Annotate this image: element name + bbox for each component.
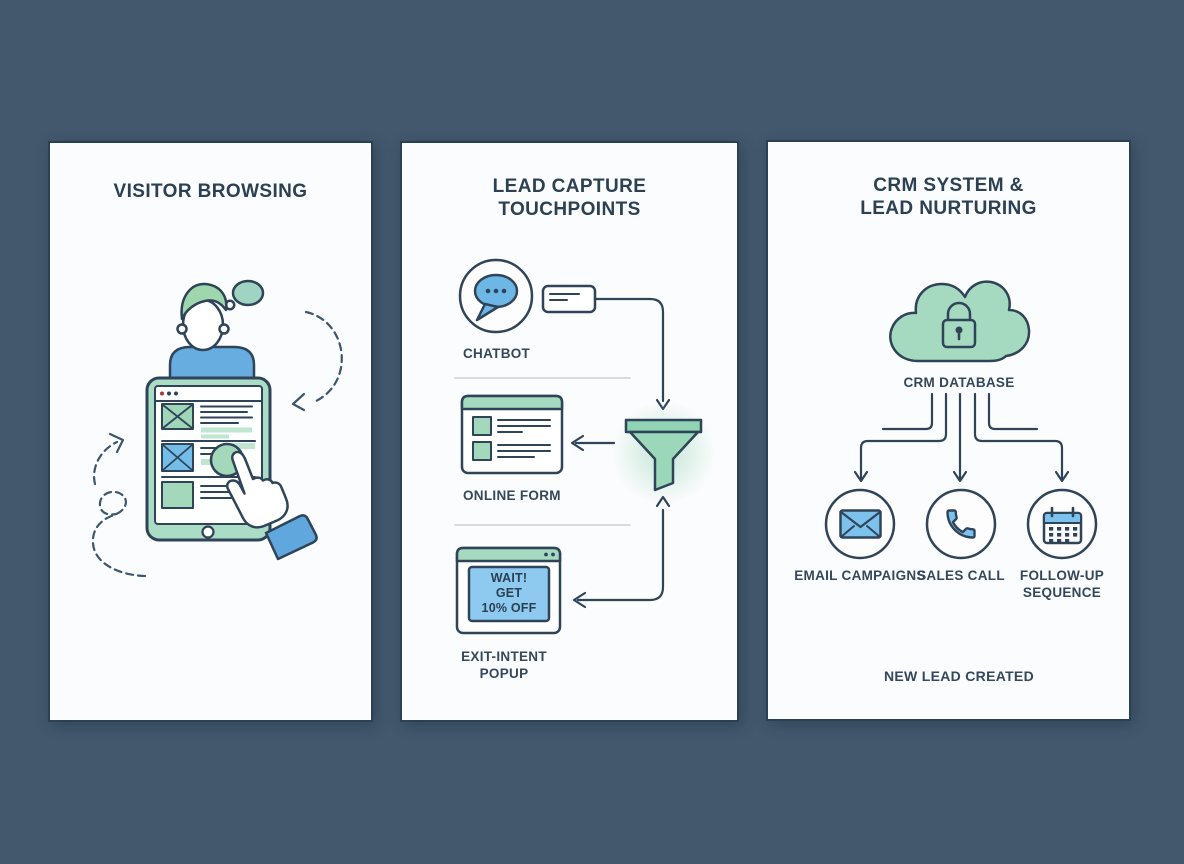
online-form-icon	[460, 394, 564, 475]
home-button-icon	[201, 525, 215, 539]
thought-bubble-icon	[224, 279, 265, 311]
crm-panel: CRM SYSTEM & LEAD NURTURING	[766, 140, 1131, 721]
visitor-illustration	[91, 279, 343, 578]
popup-offer-box	[467, 565, 551, 623]
hand-cursor-icon	[225, 450, 318, 561]
new-lead-created-label: NEW LEAD CREATED	[884, 668, 1034, 684]
branch-connectors	[853, 392, 1070, 483]
popup-offer-text: WAIT! GET 10% OFF	[481, 571, 537, 615]
crm-cloud-icon	[889, 280, 1031, 363]
chatbot-icon	[458, 258, 534, 334]
follow-up-label: FOLLOW-UP SEQUENCE	[1019, 568, 1105, 600]
connector-funnel-to-form	[570, 434, 616, 452]
funnel-icon	[624, 418, 703, 492]
email-campaign-icon	[824, 488, 896, 560]
browser-dots-icon	[160, 391, 178, 396]
panel-title-line: LEAD NURTURING	[860, 197, 1037, 219]
connector-chatbot-to-funnel	[593, 297, 671, 411]
email-campaigns-label: EMAIL CAMPAIGNS	[794, 568, 926, 583]
panel-title-line: VISITOR BROWSING	[113, 181, 308, 202]
panel-title: LEAD CAPTURE TOUCHPOINTS	[402, 176, 737, 221]
sales-call-label: SALES CALL	[917, 568, 1005, 583]
exit-popup-icon	[455, 546, 562, 635]
visitor-person-icon	[168, 282, 256, 383]
crm-database-label: CRM DATABASE	[903, 375, 1015, 390]
connector-funnel-to-popup	[572, 495, 671, 609]
chat-input-icon	[541, 284, 597, 314]
follow-up-icon	[1026, 488, 1098, 560]
touchpoints-illustration	[454, 258, 716, 635]
panel-title-line: TOUCHPOINTS	[498, 198, 641, 220]
panel-title: CRM SYSTEM & LEAD NURTURING	[768, 175, 1129, 220]
lead-capture-panel: LEAD CAPTURE TOUCHPOINTS	[400, 141, 739, 722]
sales-call-icon	[925, 488, 997, 560]
exit-popup-label: EXIT-INTENT POPUP	[461, 649, 547, 681]
chatbot-label: CHATBOT	[463, 346, 531, 361]
lock-icon	[941, 301, 977, 349]
panel-title: VISITOR BROWSING	[50, 181, 371, 204]
dashed-arrow-right-icon	[291, 310, 343, 412]
panel-title-line: LEAD CAPTURE	[492, 176, 647, 197]
online-form-label: ONLINE FORM	[463, 488, 561, 503]
wireframe-row-1	[161, 403, 253, 439]
visitor-browsing-panel: VISITOR BROWSING	[48, 141, 373, 722]
dashed-arrow-left-icon	[91, 432, 147, 578]
crm-illustration	[824, 280, 1098, 560]
panel-title-line: CRM SYSTEM &	[873, 175, 1024, 196]
